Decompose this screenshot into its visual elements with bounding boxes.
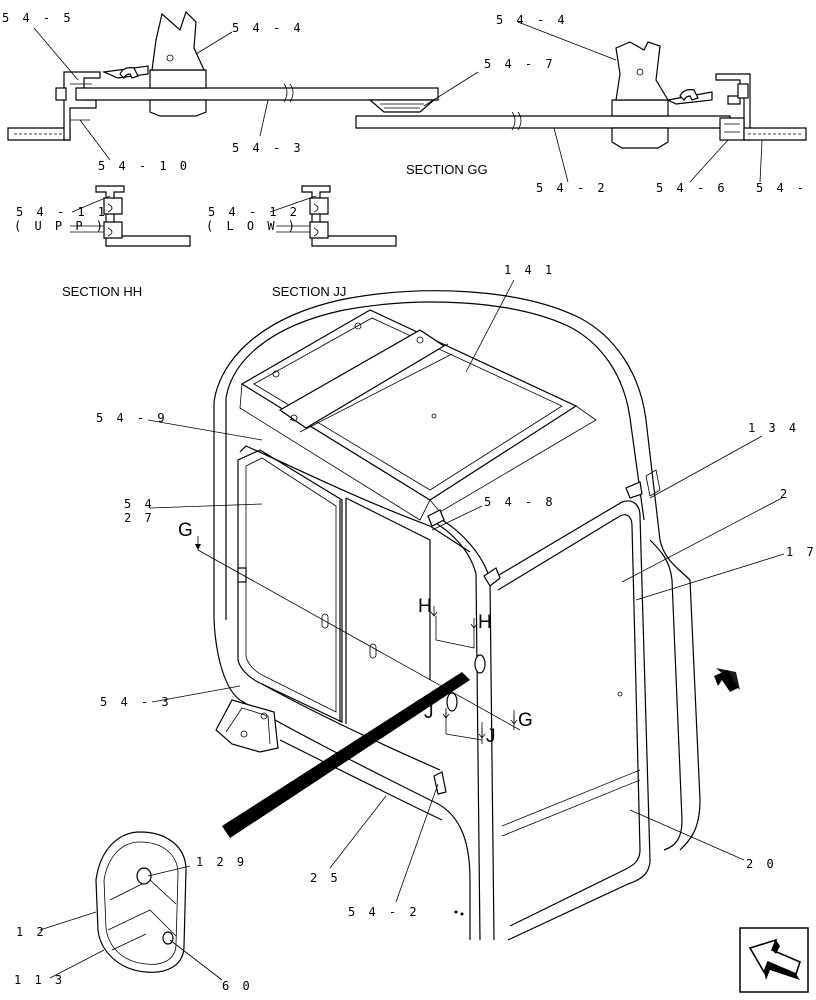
callout-20: 2 0: [746, 857, 777, 871]
section-markers: G G H H J J: [178, 520, 533, 747]
callout-54-3-top: 5 4 - 3: [232, 141, 304, 155]
callout-54-3-bottom: 5 4 - 3: [100, 695, 172, 709]
callout-17: 1 7: [786, 545, 816, 559]
callout-113: 1 1 3: [14, 973, 65, 987]
direction-arrow-icon: [714, 668, 740, 692]
callout-low: ( L O W ): [206, 219, 298, 233]
callout-54-11: 5 4 - 1 1: [16, 205, 108, 219]
callout-54-1: 5 4 - 1: [756, 181, 816, 195]
callout-54-12: 5 4 - 1 2: [208, 205, 300, 219]
callout-54-10: 5 4 - 1 0: [98, 159, 190, 173]
callout-60: 6 0: [222, 979, 253, 993]
callout-27: 2 7: [124, 511, 155, 525]
section-jj-title: SECTION JJ: [272, 284, 346, 299]
callout-54-9: 5 4 - 9: [96, 411, 168, 425]
section-gg-drawing: [7, 10, 807, 149]
callout-54-7: 5 4 - 7: [484, 57, 556, 71]
marker-g-left: G: [178, 520, 193, 541]
callout-54-2-bottom: 5 4 - 2: [348, 905, 420, 919]
callout-2: 2: [780, 487, 790, 501]
section-titles: SECTION GG SECTION HH SECTION JJ: [62, 162, 488, 299]
callout-labels: 5 4 - 5 5 4 - 4 5 4 - 4 5 4 - 7 5 4 - 1 …: [2, 11, 816, 993]
callout-54-4-left: 5 4 - 4: [232, 21, 304, 35]
marker-h-right: H: [478, 612, 492, 633]
section-hh-title: SECTION HH: [62, 284, 142, 299]
callout-12: 1 2: [16, 925, 47, 939]
callout-134: 1 3 4: [748, 421, 799, 435]
callout-54-2-top: 5 4 - 2: [536, 181, 608, 195]
marker-j-left: J: [424, 702, 434, 723]
section-jj-drawing: [269, 185, 397, 247]
callout-129: 1 2 9: [196, 855, 247, 869]
section-gg-leaders: [33, 21, 763, 183]
callout-141: 1 4 1: [504, 263, 555, 277]
callout-54-6: 5 4 - 6: [656, 181, 728, 195]
callout-54-5: 5 4 - 5: [2, 11, 74, 25]
section-gg-title: SECTION GG: [406, 162, 488, 177]
callout-upp: ( U P P ): [14, 219, 106, 233]
callout-54: 5 4: [124, 497, 155, 511]
marker-g-right: G: [518, 710, 533, 731]
cab-drawing: [213, 290, 701, 941]
marker-j-right: J: [486, 726, 496, 747]
section-hh-drawing: [70, 185, 191, 247]
marker-h-left: H: [418, 596, 432, 617]
cab-leaders: [39, 279, 785, 981]
mirror-assembly: [95, 831, 187, 973]
callout-25: 2 5: [310, 871, 341, 885]
next-page-arrow-icon[interactable]: [739, 927, 809, 993]
callout-54-8: 5 4 - 8: [484, 495, 556, 509]
callout-54-4-right: 5 4 - 4: [496, 13, 568, 27]
